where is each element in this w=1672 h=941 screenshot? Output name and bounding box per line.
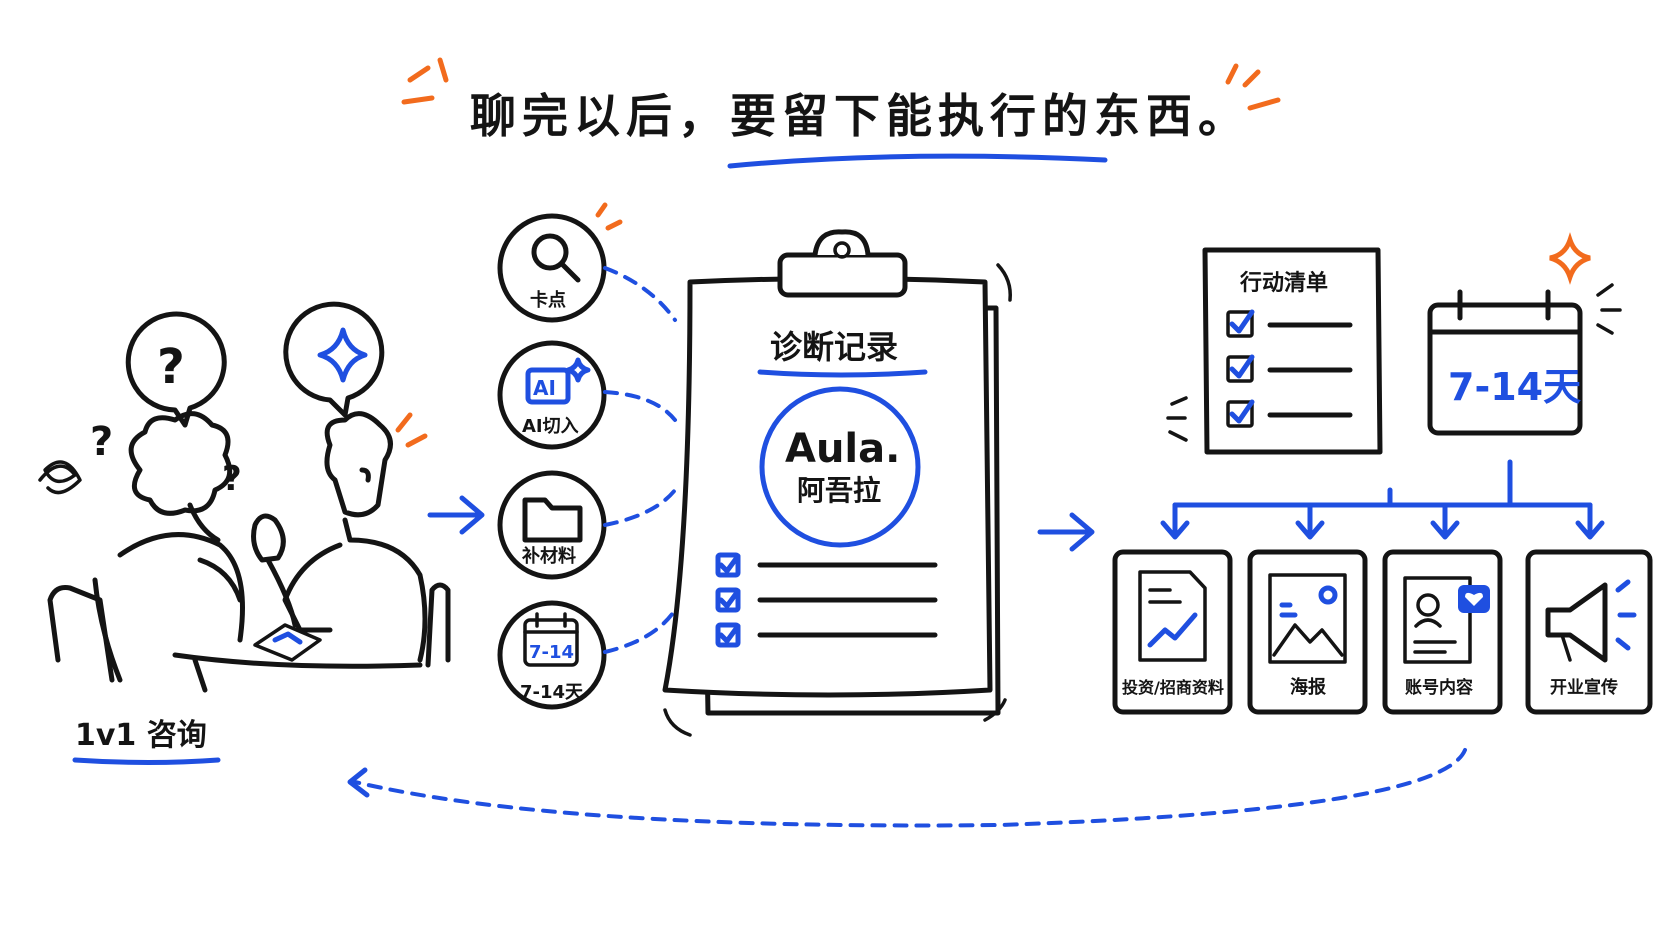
table-top [172,652,423,669]
clipboard-checklist [715,552,938,648]
output-card-poster: 海报 [1247,549,1368,715]
checklist-motion-lines [1166,396,1188,442]
title-underline [727,153,1108,169]
consult-scene: ? ? ? [38,301,451,765]
spark-left-2 [401,95,435,105]
calendar-sparkle-icon [1549,232,1591,285]
tablet-chart-icon [272,631,303,645]
link-input-1 [603,266,677,322]
spark-right-1 [1242,69,1261,88]
idea-bubble [283,301,385,418]
scribble-icon [38,460,82,495]
calendar-motion-lines [1596,283,1622,335]
wobble-mark-3 [983,698,1007,722]
calendar-label: 7-14天 [1448,365,1581,409]
input-circle-schedule: 7-14 7-14天 [497,600,607,710]
question-mark: ? [157,339,185,395]
input-circle-stuck-point: 卡点 [497,202,623,323]
link-input-3 [603,488,677,527]
clipboard-clip [777,252,908,298]
brand-name-cn: 阿吾拉 [797,474,881,507]
calendar-small-text: 7-14 [529,642,574,663]
spark-input-1 [595,202,608,218]
growth-chart-icon [1147,612,1198,648]
input-label-1: 卡点 [530,289,566,311]
input-circle-materials: 补材料 [497,470,607,580]
input-circle-ai: AI AI切入 [497,340,607,450]
megaphone-sound-lines [1615,579,1637,651]
output-card-investment: 投资/招商资料 [1112,549,1233,715]
question-bubble: ? [125,311,227,428]
page-title: 聊完以后，要留下能执行的东西。 [470,89,1250,143]
action-checklist-card: 行动清单 [1166,247,1383,455]
spark-right-3 [1225,63,1239,85]
person-right [251,411,428,663]
clipboard-title-underline [757,369,928,378]
wobble-mark-1 [996,263,1012,302]
link-input-2 [603,390,677,422]
heart-icon [1465,592,1483,606]
diagnosis-clipboard: 诊断记录 Aula. 阿吾拉 [662,229,1012,737]
wobble-mark-2 [663,708,692,737]
ai-sparkle-icon [565,357,591,383]
arrow-clipboard-to-outputs [1037,512,1095,552]
title-group: 聊完以后，要留下能执行的东西。 [401,57,1281,169]
input-label-3: 补材料 [521,545,576,567]
chair-left [47,585,115,683]
person-left [92,411,245,683]
output-label-3: 账号内容 [1405,677,1473,698]
spark-consult-2 [405,433,428,448]
spark-left-3 [437,57,449,83]
spark-consult-1 [395,412,413,433]
float-question-2: ? [222,459,242,499]
mountain-icon [1272,623,1344,657]
megaphone-icon [1545,582,1608,663]
calendar-card: 7-14天 [1427,232,1622,436]
action-checklist-title: 行动清单 [1239,270,1328,296]
brand-seal [759,386,921,548]
input-label-4: 7-14天 [520,682,584,703]
consult-underline [72,757,221,765]
ai-badge-text: AI [533,376,556,400]
folder-icon [522,497,583,543]
spark-right-2 [1247,97,1281,111]
chair-right [425,582,451,668]
output-card-launch: 开业宣传 [1525,549,1653,715]
spark-left-1 [407,65,431,83]
brand-name-en: Aula. [785,426,900,472]
spark-input-2 [605,219,623,231]
arrow-consult-to-inputs [427,495,485,535]
sparkle-icon [317,327,368,383]
loop-back-arrow [347,748,1467,828]
input-label-2: AI切入 [522,416,579,437]
consult-label: 1v1 咨询 [75,718,207,753]
branch-connector [1160,459,1605,540]
output-label-1: 投资/招商资料 [1122,678,1224,697]
clipboard-title: 诊断记录 [770,328,898,366]
output-label-2: 海报 [1290,676,1326,698]
output-card-account: 账号内容 [1382,549,1503,715]
tablet-on-table [253,623,322,662]
float-question-1: ? [90,419,113,465]
output-label-4: 开业宣传 [1550,677,1618,698]
link-input-4 [603,608,677,654]
table-leg [192,657,208,693]
